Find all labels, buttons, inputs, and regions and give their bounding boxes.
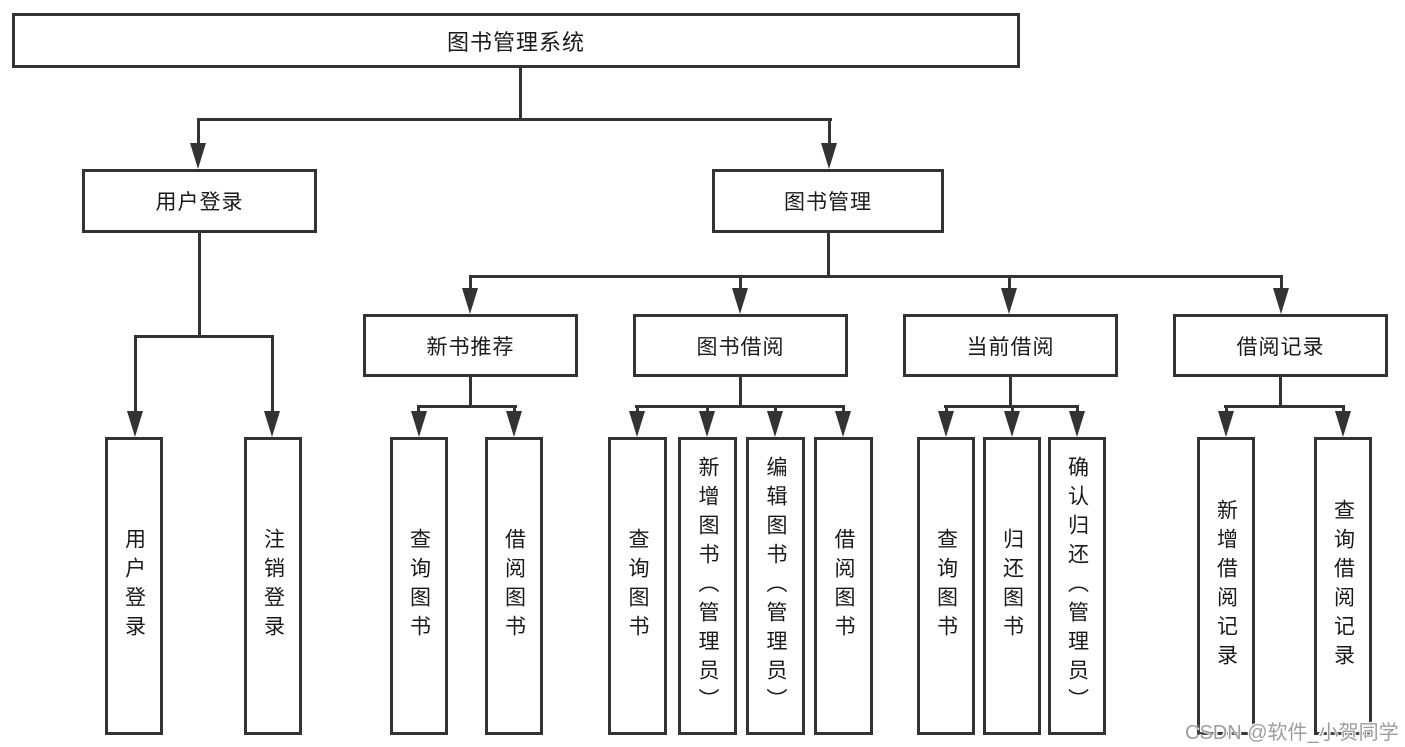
connector-line <box>1076 405 1079 414</box>
leaf-label: 借阅图书 <box>832 528 855 644</box>
connector-line <box>417 405 517 408</box>
arrow-down-icon <box>264 411 280 437</box>
node-label: 用户登录 <box>155 191 244 214</box>
node-label: 图书管理 <box>784 191 872 214</box>
leaf-label: 查询借阅记录 <box>1331 499 1355 673</box>
leaf-user-login: 用户登录 <box>105 437 163 735</box>
node-borrowing-records: 借阅记录 <box>1173 314 1388 377</box>
connector-line <box>828 118 831 146</box>
connector-line <box>1224 405 1345 408</box>
leaf-label: 新增借阅记录 <box>1214 499 1238 673</box>
node-user-login: 用户登录 <box>82 169 317 233</box>
leaf-return-books: 归还图书 <box>983 437 1041 735</box>
arrow-down-icon <box>1069 411 1085 437</box>
leaf-label: 借阅图书 <box>502 528 526 644</box>
node-new-book-recommendation: 新书推荐 <box>363 314 578 377</box>
connector-line <box>134 335 274 338</box>
node-label: 借阅记录 <box>1236 335 1325 359</box>
connector-line <box>469 377 472 408</box>
leaf-logout: 注销登录 <box>244 437 302 735</box>
arrow-down-icon <box>1335 411 1351 437</box>
connector-line <box>197 118 200 146</box>
connector-line <box>197 118 832 121</box>
arrow-down-icon <box>1001 288 1017 314</box>
connector-line <box>1008 275 1011 291</box>
connector-line <box>774 405 777 414</box>
leaf-label: 新增图书（管理员） <box>696 455 719 717</box>
arrow-down-icon <box>938 411 954 437</box>
node-current-borrowing: 当前借阅 <box>903 314 1118 377</box>
node-label: 图书管理系统 <box>446 29 585 55</box>
connector-line <box>945 405 948 414</box>
leaf-confirm-return-admin: 确认归还（管理员） <box>1048 437 1106 735</box>
arrow-down-icon <box>629 411 645 437</box>
arrow-down-icon <box>821 143 837 169</box>
arrow-down-icon <box>1004 411 1020 437</box>
arrow-down-icon <box>767 411 783 437</box>
arrow-down-icon <box>732 288 748 314</box>
connector-line <box>1279 377 1282 408</box>
connector-line <box>842 405 845 414</box>
leaf-add-books-admin: 新增图书（管理员） <box>678 437 737 735</box>
connector-line <box>636 405 639 414</box>
arrow-down-icon <box>1218 411 1234 437</box>
connector-line <box>198 233 201 335</box>
connector-line <box>1009 377 1012 408</box>
node-label: 当前借阅 <box>966 335 1055 359</box>
leaf-label: 注销登录 <box>261 528 285 644</box>
leaf-label: 归还图书 <box>1000 528 1024 644</box>
connector-line <box>739 275 742 291</box>
node-label: 图书借阅 <box>696 335 785 359</box>
connector-line <box>1342 405 1345 414</box>
node-book-management: 图书管理 <box>712 169 944 233</box>
connector-line <box>469 275 1283 278</box>
connector-line <box>1225 405 1228 414</box>
arrow-down-icon <box>462 288 478 314</box>
connector-line <box>1280 275 1283 291</box>
connector-line <box>134 335 137 413</box>
leaf-edit-books-admin: 编辑图书（管理员） <box>746 437 805 735</box>
leaf-query-borrow-record: 查询借阅记录 <box>1314 437 1372 735</box>
connector-line <box>1011 405 1014 414</box>
leaf-query-books-current: 查询图书 <box>917 437 975 735</box>
connector-line <box>635 405 845 408</box>
leaf-query-books-recommend: 查询图书 <box>390 437 448 735</box>
node-label: 新书推荐 <box>426 335 515 359</box>
node-book-borrowing: 图书借阅 <box>633 314 848 377</box>
connector-line <box>827 233 830 277</box>
leaf-label: 用户登录 <box>122 528 146 644</box>
leaf-label: 确认归还（管理员） <box>1065 455 1089 717</box>
leaf-label: 查询图书 <box>626 528 649 644</box>
connector-line <box>513 405 516 414</box>
arrow-down-icon <box>835 411 851 437</box>
connector-line <box>739 377 742 408</box>
connector-line <box>417 405 420 414</box>
arrow-down-icon <box>506 411 522 437</box>
arrow-down-icon <box>411 411 427 437</box>
leaf-query-books-borrowing: 查询图书 <box>608 437 667 735</box>
connector-line <box>706 405 709 414</box>
leaf-label: 编辑图书（管理员） <box>764 455 787 717</box>
leaf-label: 查询图书 <box>934 528 958 644</box>
arrow-down-icon <box>699 411 715 437</box>
leaf-borrow-books: 借阅图书 <box>814 437 873 735</box>
node-library-management-system: 图书管理系统 <box>12 13 1020 68</box>
connector-line <box>519 68 522 118</box>
csdn-watermark: CSDN @软件_小贺同学 <box>1185 722 1399 744</box>
arrow-down-icon <box>190 143 206 169</box>
leaf-add-borrow-record: 新增借阅记录 <box>1197 437 1255 735</box>
arrow-down-icon <box>1273 288 1289 314</box>
connector-line <box>469 275 472 291</box>
leaf-borrow-books-recommend: 借阅图书 <box>485 437 543 735</box>
leaf-label: 查询图书 <box>407 528 431 644</box>
connector-line <box>271 335 274 413</box>
arrow-down-icon <box>127 411 143 437</box>
